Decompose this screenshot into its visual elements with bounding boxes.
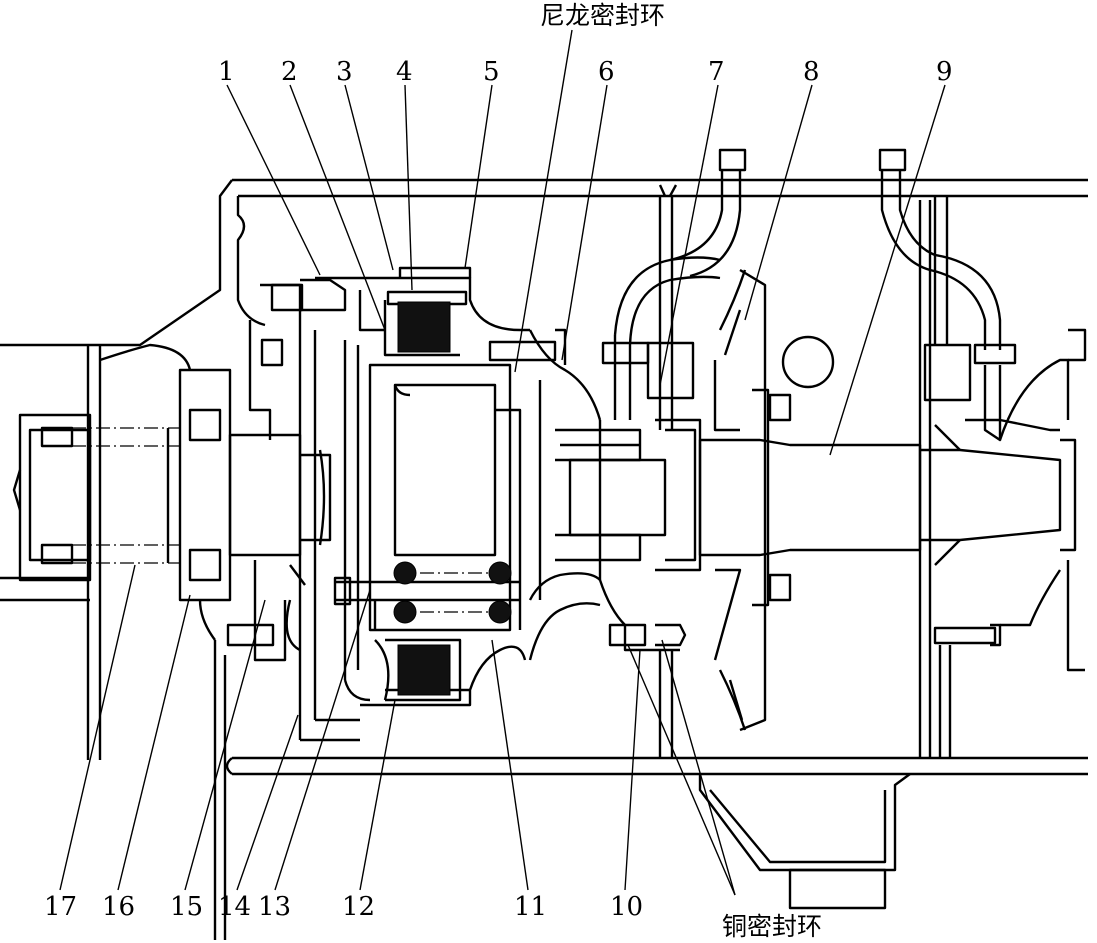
- label-17: 17: [44, 892, 77, 922]
- label-9: 9: [936, 57, 953, 87]
- bearing-balls: [393, 561, 512, 624]
- label-8: 8: [803, 57, 820, 87]
- drive-coupling: [12, 368, 332, 602]
- label-10: 10: [610, 892, 643, 922]
- part-labels: 1 2 3 4 5 6 7 8 9 尼龙密封环 17 16 15 14 13 1…: [44, 1, 953, 941]
- label-15: 15: [170, 892, 203, 922]
- pump-casing: [315, 266, 530, 707]
- right-bearing-housing: [878, 148, 1087, 758]
- main-shaft: [698, 200, 1062, 758]
- inner-rotor: [333, 363, 522, 701]
- label-nylon-seal: 尼龙密封环: [540, 1, 665, 30]
- impeller-volute: [488, 328, 667, 661]
- label-1: 1: [218, 57, 235, 87]
- outer-magnet-bottom: [397, 644, 451, 696]
- label-2: 2: [281, 57, 298, 87]
- label-4: 4: [396, 57, 413, 87]
- label-13: 13: [258, 892, 291, 922]
- fan-disc: [713, 268, 792, 732]
- drain-boss: [698, 773, 911, 910]
- label-5: 5: [483, 57, 500, 87]
- outer-magnet-top: [397, 301, 451, 353]
- label-6: 6: [598, 57, 615, 87]
- label-3: 3: [336, 57, 353, 87]
- label-11: 11: [514, 892, 547, 922]
- magnet-assembly: [383, 300, 462, 702]
- label-copper-seal: 铜密封环: [722, 912, 822, 941]
- housing-frame: [0, 178, 1088, 940]
- label-16: 16: [102, 892, 135, 922]
- mounting-flange: [226, 278, 360, 742]
- label-7: 7: [708, 57, 725, 87]
- label-12: 12: [342, 892, 375, 922]
- bearing-housing: [598, 148, 747, 758]
- leader-lines: [59, 29, 946, 896]
- label-14: 14: [218, 892, 251, 922]
